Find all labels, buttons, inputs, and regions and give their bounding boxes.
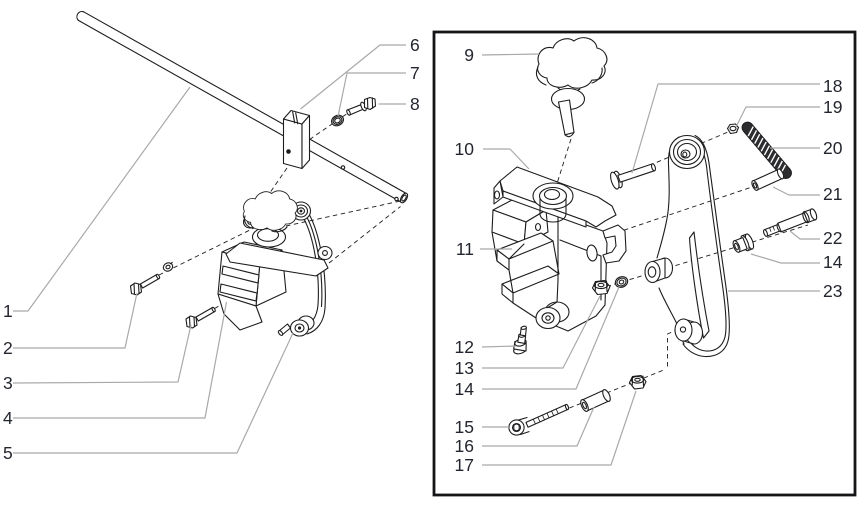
callout-7: 7 [410, 63, 420, 83]
clamp-body-part-11 [491, 198, 627, 332]
right-leader-lines [480, 53, 820, 466]
callout-15: 15 [455, 417, 474, 437]
callout-17: 17 [455, 455, 474, 475]
lever-arm-part-23 [644, 134, 730, 358]
callout-8: 8 [410, 94, 420, 114]
bushing-part-14 [732, 233, 755, 253]
screw-part-15 [508, 403, 570, 436]
callout-4: 4 [3, 408, 13, 428]
nut-part-13 [591, 279, 611, 296]
clamp-assembly-part-5 [217, 190, 333, 337]
callout-5: 5 [3, 443, 13, 463]
callout-20: 20 [823, 138, 843, 158]
callout-12: 12 [455, 337, 474, 357]
bolt-part-8 [346, 96, 377, 116]
spacer-part-16 [580, 389, 611, 412]
knob-part-9 [535, 37, 608, 138]
callout-22: 22 [823, 228, 842, 248]
callout-16: 16 [455, 436, 474, 456]
bolt-part-2 [129, 273, 161, 296]
callout-21: 21 [823, 184, 842, 204]
pin-part-18 [610, 163, 657, 190]
washer-part-7 [330, 114, 345, 127]
callout-14-right: 14 [823, 252, 843, 272]
left-exploded-view: 1 2 3 4 5 6 7 8 [3, 10, 420, 463]
pin-part-12 [513, 325, 527, 355]
callout-11: 11 [456, 239, 474, 259]
callout-18: 18 [823, 76, 842, 96]
pin-part-21 [751, 168, 785, 191]
callout-9: 9 [464, 45, 474, 65]
callout-2: 2 [3, 338, 13, 358]
right-detail-view: 9 10 11 12 13 14 15 16 17 18 19 20 21 22… [432, 30, 857, 497]
bracket-part-10 [493, 166, 617, 228]
bolt-part-3 [185, 306, 216, 329]
callout-13: 13 [455, 358, 474, 378]
washer-part-14 [614, 276, 629, 288]
spring-part-20 [741, 121, 792, 179]
right-callout-labels: 9 10 11 12 13 14 15 16 17 18 19 20 21 22… [455, 45, 843, 475]
clamp-block-part-6 [282, 109, 311, 170]
callout-6: 6 [410, 35, 420, 55]
left-callout-labels: 1 2 3 4 5 6 7 8 [3, 35, 420, 463]
callout-10: 10 [455, 139, 475, 159]
rod-part-1 [76, 10, 409, 204]
callout-14-left: 14 [455, 379, 475, 399]
detail-view-frame [432, 30, 857, 497]
nut-part-17 [628, 374, 647, 390]
callout-3: 3 [3, 373, 13, 393]
left-leader-lines [12, 44, 406, 454]
callout-23: 23 [823, 281, 842, 301]
callout-1: 1 [3, 301, 13, 321]
callout-19: 19 [823, 97, 842, 117]
bolt-part-22 [762, 208, 818, 237]
